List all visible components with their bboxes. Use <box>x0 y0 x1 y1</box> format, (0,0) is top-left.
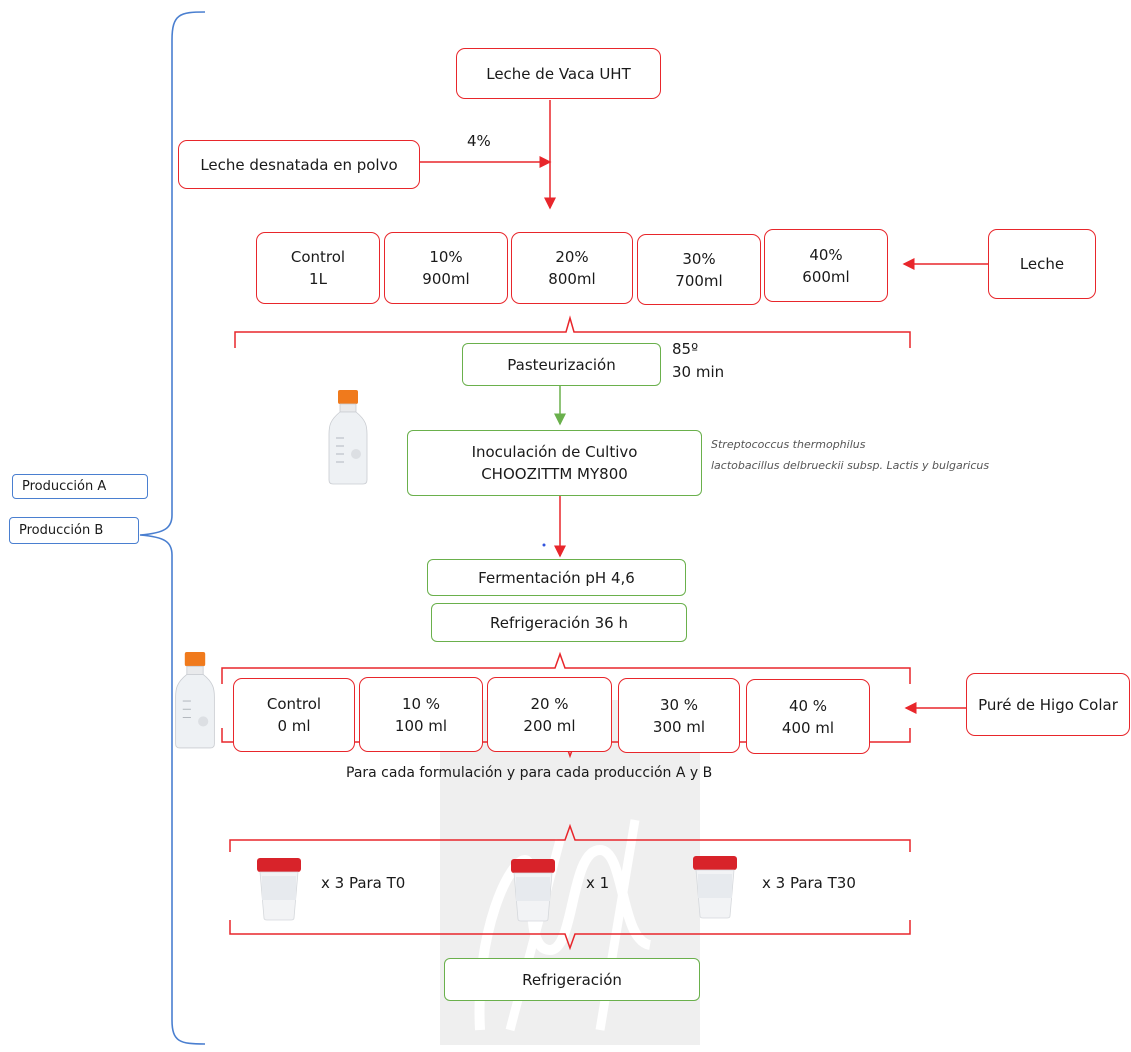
variant-vol: 400 ml <box>781 718 835 737</box>
production-b-label: Producción B <box>9 517 139 544</box>
each-formulation-note: Para cada formulación y para cada produc… <box>346 765 713 781</box>
final-refrigeration-label: Refrigeración <box>522 970 622 989</box>
milk-variant-30: 30% 700ml <box>637 234 761 305</box>
fig-variant-control: Control 0 ml <box>233 678 355 752</box>
inoculation-line1: Inoculación de Cultivo <box>471 443 638 461</box>
milk-powder-box: Leche desnatada en polvo <box>178 140 420 189</box>
fermentation-box: Fermentación pH 4,6 <box>427 559 686 596</box>
inoculation-box: Inoculación de Cultivo CHOOZITTM MY800 <box>407 430 702 496</box>
variant-pct: 20% <box>555 248 589 266</box>
refrigeration-36h-box: Refrigeración 36 h <box>431 603 687 642</box>
final-refrigeration-box: Refrigeración <box>444 958 700 1001</box>
fig-variant-40: 40 % 400 ml <box>746 679 870 754</box>
variant-vol: 600ml <box>802 267 850 286</box>
milk-variant-10: 10% 900ml <box>384 232 508 304</box>
fermentation-label: Fermentación pH 4,6 <box>478 568 635 587</box>
lab-bottle-icon <box>328 390 368 485</box>
variant-vol: 700ml <box>675 271 723 290</box>
variant-pct: 10% <box>429 248 463 266</box>
milk-side-box: Leche <box>988 229 1096 299</box>
sample-cup-icon <box>257 858 301 921</box>
milk-variant-20: 20% 800ml <box>511 232 633 304</box>
inoculation-line2: CHOOZITTM MY800 <box>481 465 628 483</box>
refrigeration-36h-label: Refrigeración 36 h <box>490 613 628 632</box>
pasteurization-box: Pasteurización <box>462 343 661 386</box>
variant-pct: Control <box>290 248 346 266</box>
milk-uht-box: Leche de Vaca UHT <box>456 48 661 99</box>
variant-vol: 1L <box>309 270 327 288</box>
samples-mid: x 1 <box>586 874 610 892</box>
sample-cup-icon <box>693 856 737 919</box>
variant-vol: 200 ml <box>523 716 576 735</box>
fig-variant-10: 10 % 100 ml <box>359 677 483 752</box>
culture-strain-1: Streptococcus thermophilus <box>711 438 866 451</box>
fig-puree-label: Puré de Higo Colar <box>978 695 1118 714</box>
variant-pct: 30 % <box>659 695 699 714</box>
variant-vol: 100 ml <box>394 716 448 735</box>
milk-powder-label: Leche desnatada en polvo <box>200 155 398 174</box>
variant-pct: 40% <box>809 245 843 264</box>
lab-bottle-icon <box>175 652 215 749</box>
variant-vol: 300 ml <box>652 717 706 736</box>
milk-side-label: Leche <box>1019 255 1065 273</box>
culture-strain-2: lactobacillus delbrueckii subsp. Lactis … <box>711 459 990 472</box>
variant-vol: 0 ml <box>277 717 311 735</box>
variant-pct: 10 % <box>401 694 441 713</box>
samples-t0: x 3 Para T0 <box>321 874 406 892</box>
fig-puree-box: Puré de Higo Colar <box>966 673 1130 736</box>
sample-cup-icon <box>511 859 555 922</box>
variant-vol: 900ml <box>422 270 470 288</box>
samples-t30: x 3 Para T30 <box>762 874 856 892</box>
variant-pct: 40 % <box>788 696 828 715</box>
pasteurization-label: Pasteurización <box>507 355 616 374</box>
production-a-label: Producción A <box>12 474 148 499</box>
variant-pct: Control <box>266 695 322 713</box>
fig-variant-20: 20 % 200 ml <box>487 677 612 752</box>
pasteurization-time: 30 min <box>672 363 725 381</box>
milk-variant-control: Control 1L <box>256 232 380 304</box>
production-brace <box>139 11 206 1045</box>
variant-pct: 30% <box>682 249 716 268</box>
production-a-text: Producción A <box>22 478 107 494</box>
milk-uht-label: Leche de Vaca UHT <box>486 64 631 83</box>
powder-percentage: 4% <box>467 132 491 150</box>
variant-vol: 800ml <box>548 270 596 288</box>
production-b-text: Producción B <box>19 522 104 538</box>
milk-variant-40: 40% 600ml <box>764 229 888 302</box>
fig-variant-30: 30 % 300 ml <box>618 678 740 753</box>
variant-pct: 20 % <box>530 694 569 713</box>
pasteurization-temp: 85º <box>672 340 699 358</box>
